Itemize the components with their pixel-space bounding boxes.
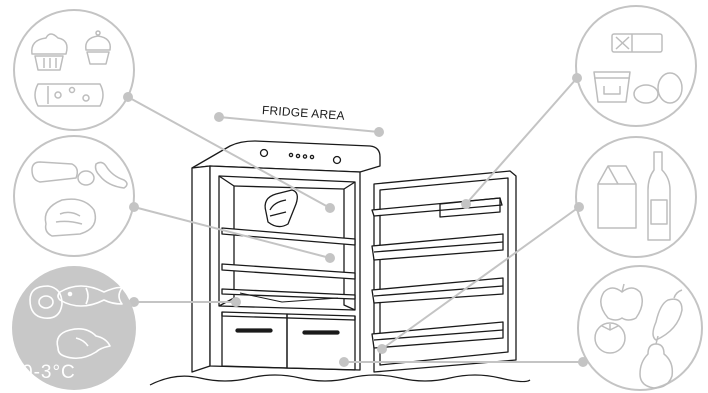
apple-icon xyxy=(601,284,642,320)
salami-icon xyxy=(32,162,94,185)
callout-circle-top-right xyxy=(576,6,696,126)
callout-line-top-right xyxy=(461,73,582,209)
callout-circle-middle-left xyxy=(14,136,134,256)
fridge xyxy=(192,141,516,372)
chill-zone-temperature: 0-3°C xyxy=(22,362,76,383)
tomato-icon xyxy=(595,323,625,353)
sausage-icon xyxy=(96,162,128,188)
fridge-body xyxy=(192,166,210,372)
pear-icon xyxy=(640,336,672,388)
callout-circle-top-left xyxy=(14,10,134,130)
ham-icon xyxy=(45,199,95,236)
cheese-icon xyxy=(35,84,103,106)
pepper-icon xyxy=(653,290,682,340)
butter-icon xyxy=(612,34,662,52)
crisper-handle-right xyxy=(303,331,339,334)
floor-line xyxy=(150,375,530,385)
crisper-handle-left xyxy=(236,329,272,332)
muffin-icon xyxy=(32,34,67,70)
egg-icon xyxy=(634,73,682,103)
milk-carton-icon xyxy=(598,166,636,228)
cupcake-icon xyxy=(86,31,111,64)
yogurt-icon xyxy=(594,72,630,102)
bottle-icon xyxy=(648,152,670,240)
